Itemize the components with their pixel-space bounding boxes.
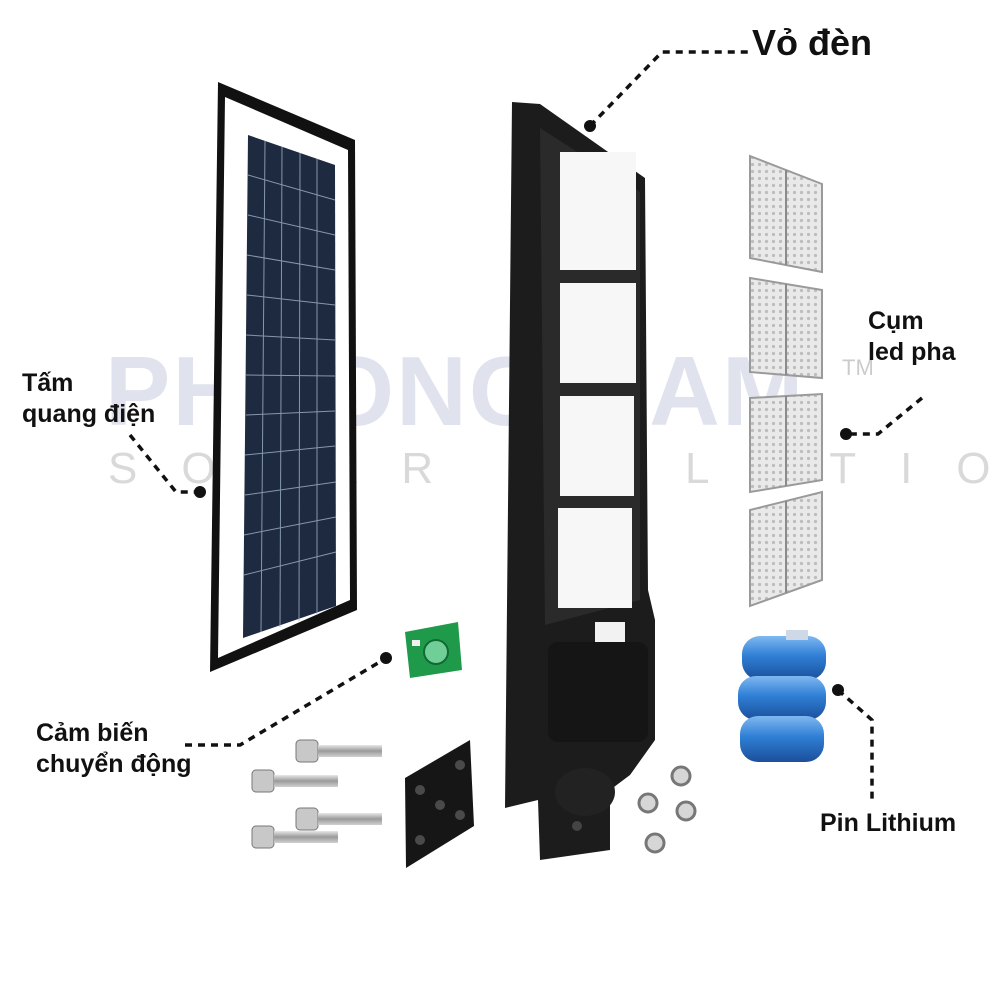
leader-battery — [836, 688, 874, 800]
label-housing-text: Vỏ đèn — [752, 22, 873, 63]
motion-sensor — [405, 622, 462, 678]
led-module-3 — [749, 392, 823, 494]
bolt-2 — [251, 769, 338, 793]
label-motion-sensor-line2: chuyển động — [36, 750, 192, 779]
label-solar-panel: Tấm quang điện — [22, 368, 155, 431]
bolt-1 — [295, 739, 382, 763]
label-solar-panel-line2: quang điện — [22, 400, 156, 429]
label-battery: Pin Lithium — [820, 808, 956, 839]
leader-housing — [588, 50, 750, 128]
leader-sensor — [185, 658, 384, 747]
label-motion-sensor-line1: Cảm biến — [36, 719, 149, 747]
leader-led — [846, 396, 924, 436]
label-battery-text: Pin Lithium — [820, 809, 957, 837]
lamp-housing — [505, 102, 655, 860]
leader-panel — [128, 433, 200, 494]
solar-panel — [210, 82, 357, 672]
led-module-4 — [749, 490, 823, 608]
watermark-trademark: TM — [842, 355, 874, 380]
led-module-2 — [749, 276, 823, 380]
lithium-battery — [738, 630, 826, 762]
leader-lines — [128, 50, 924, 800]
mounting-bracket — [405, 740, 474, 868]
label-led-cluster: Cụm led pha — [868, 306, 956, 369]
bolt-3 — [295, 807, 382, 831]
bolt-4 — [251, 825, 338, 849]
label-housing: Vỏ đèn — [752, 20, 872, 65]
label-led-cluster-line2: led pha — [868, 338, 956, 367]
label-solar-panel-line1: Tấm — [22, 369, 74, 397]
nuts — [637, 765, 697, 854]
led-module-1 — [749, 154, 823, 274]
label-motion-sensor: Cảm biến chuyển động — [36, 718, 192, 781]
label-led-cluster-line1: Cụm — [868, 307, 924, 335]
leader-dots — [194, 120, 852, 696]
